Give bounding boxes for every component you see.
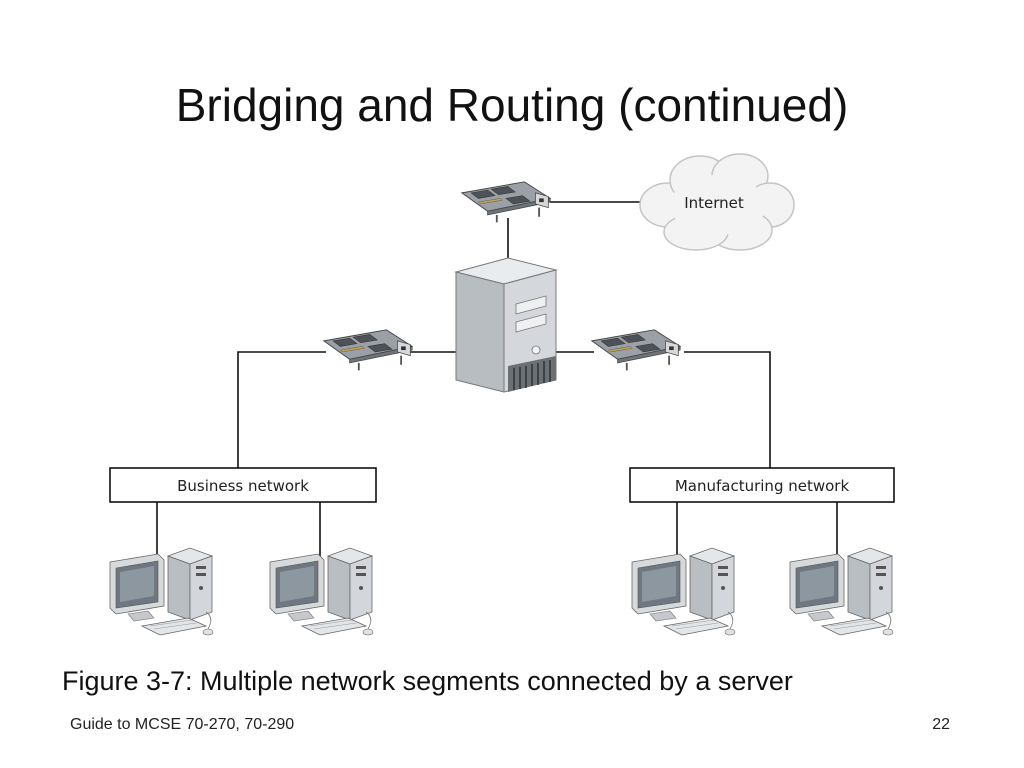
left-nic-card [322, 328, 414, 372]
manufacturing-workstation-2 [789, 547, 894, 636]
business-network-label: Business network [177, 477, 309, 495]
business-workstation-1 [109, 547, 214, 636]
connection-lines [156, 201, 838, 560]
right-nic-card [590, 328, 682, 372]
internet-cloud: Internet [639, 153, 795, 251]
internet-nic-card [460, 180, 552, 224]
footer-course-title: Guide to MCSE 70-270, 70-290 [70, 716, 295, 733]
manufacturing-network-label: Manufacturing network [675, 477, 850, 495]
server [454, 257, 558, 393]
internet-label: Internet [684, 194, 744, 212]
business-network-segment: Business network [109, 467, 377, 503]
figure-caption: Figure 3-7: Multiple network segments co… [62, 666, 793, 696]
manufacturing-workstation-1 [631, 547, 736, 636]
page-number: 22 [932, 716, 950, 733]
manufacturing-network-segment: Manufacturing network [629, 467, 895, 503]
slide-title: Bridging and Routing (continued) [175, 79, 849, 131]
business-workstation-2 [269, 547, 374, 636]
